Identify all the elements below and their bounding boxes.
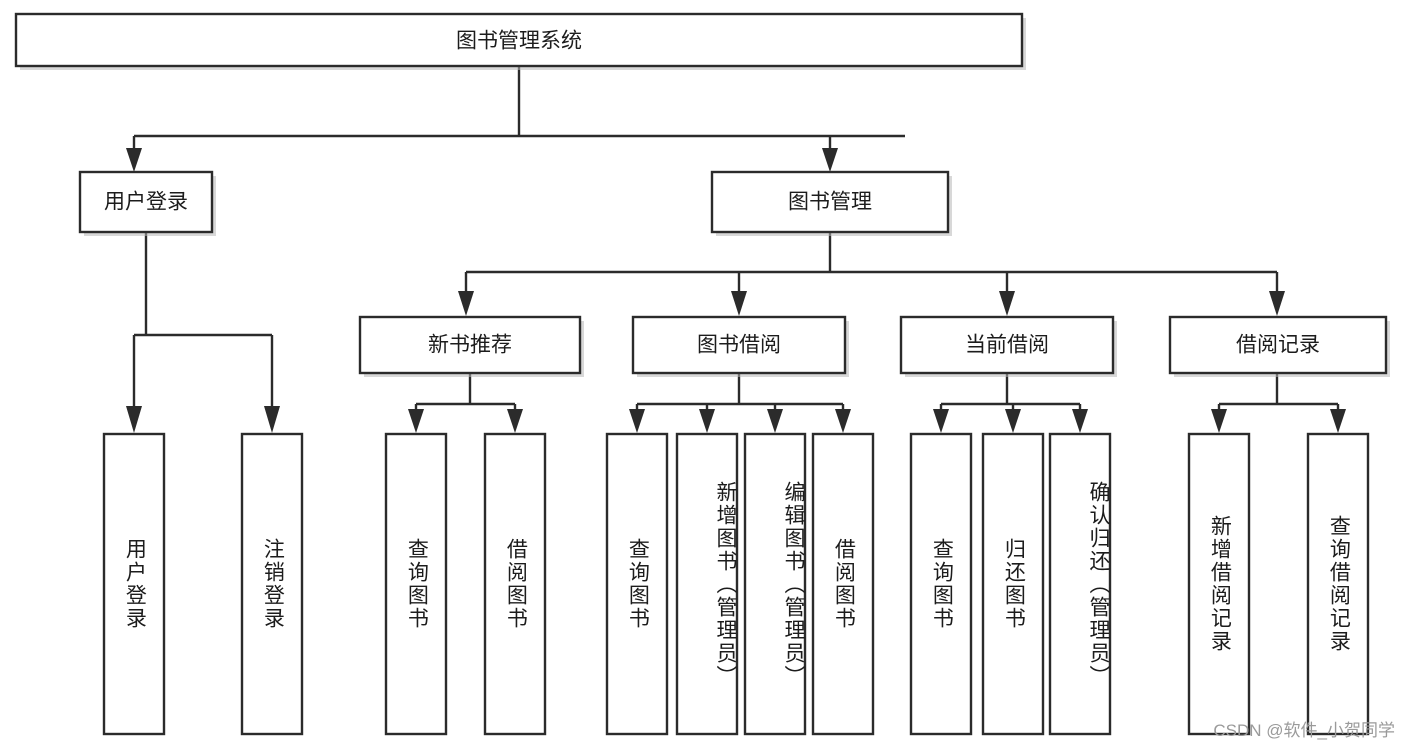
node-book-borrow[interactable]: 图书借阅 bbox=[631, 315, 849, 377]
leaf-borrow-book-rect[interactable] bbox=[811, 432, 875, 736]
node-borrow-record[interactable]: 借阅记录 bbox=[1168, 315, 1390, 377]
leaf-query-book-current-rect[interactable] bbox=[909, 432, 973, 736]
arrow-head-borrow-record bbox=[1269, 291, 1285, 316]
leaf-query-book-recommend-rect[interactable] bbox=[384, 432, 448, 736]
arrow-head-leaf-query-book-recommend bbox=[408, 409, 424, 433]
arrow-head-leaf-return-book bbox=[1005, 409, 1021, 433]
arrow-head-user-login bbox=[126, 148, 142, 172]
leaf-query-book-borrow-rect[interactable] bbox=[605, 432, 669, 736]
node-user-login[interactable]: 用户登录 bbox=[78, 170, 216, 236]
leaf-logout-rect[interactable] bbox=[240, 432, 304, 736]
connector-group-user-login bbox=[126, 232, 280, 433]
arrow-head-leaf-query-book-borrow bbox=[629, 409, 645, 433]
arrow-head-leaf-add-borrow-record bbox=[1211, 409, 1227, 433]
leaf-return-book-rect[interactable] bbox=[981, 432, 1045, 736]
node-user-login-rect[interactable] bbox=[78, 170, 214, 234]
arrow-head-leaf-borrow-book bbox=[835, 409, 851, 433]
connector-group-new-book-recommend bbox=[408, 373, 523, 433]
connector-group-book-borrow bbox=[629, 373, 851, 433]
leaf-borrow-book-recommend-rect[interactable] bbox=[483, 432, 547, 736]
connector-group-root bbox=[126, 66, 905, 172]
connector-group-current-borrow bbox=[933, 373, 1088, 433]
leaf-add-borrow-record-rect[interactable] bbox=[1187, 432, 1251, 736]
arrow-head-current-borrow bbox=[999, 291, 1015, 316]
connector-group-book-management bbox=[458, 232, 1285, 316]
node-root-label: 图书管理系统 bbox=[456, 30, 582, 53]
leaf-add-book-rect[interactable] bbox=[675, 432, 739, 736]
node-root[interactable]: 图书管理系统 bbox=[14, 12, 1026, 70]
leaf-edit-book-rect[interactable] bbox=[743, 432, 807, 736]
arrow-head-new-book-recommend bbox=[458, 291, 474, 316]
node-book-management-label: 图书管理 bbox=[788, 191, 872, 214]
arrow-head-book-management bbox=[822, 148, 838, 172]
node-new-book-recommend-label: 新书推荐 bbox=[428, 334, 512, 357]
node-book-borrow-rect[interactable] bbox=[631, 315, 847, 375]
node-book-management[interactable]: 图书管理 bbox=[710, 170, 952, 236]
node-borrow-record-rect[interactable] bbox=[1168, 315, 1388, 375]
node-book-management-rect[interactable] bbox=[710, 170, 950, 234]
arrow-head-leaf-query-borrow-record bbox=[1330, 409, 1346, 433]
leaf-query-borrow-record-rect[interactable] bbox=[1306, 432, 1370, 736]
arrow-head-book-borrow bbox=[731, 291, 747, 316]
arrow-head-leaf-user-login bbox=[126, 406, 142, 433]
connector-group-borrow-record bbox=[1211, 373, 1346, 433]
node-new-book-recommend[interactable]: 新书推荐 bbox=[358, 315, 584, 377]
leaf-confirm-return-rect[interactable] bbox=[1048, 432, 1112, 736]
arrow-head-leaf-add-book bbox=[699, 409, 715, 433]
node-borrow-record-label: 借阅记录 bbox=[1236, 334, 1320, 357]
node-current-borrow-label: 当前借阅 bbox=[965, 334, 1049, 357]
arrow-head-leaf-borrow-book-recommend bbox=[507, 409, 523, 433]
watermark-text: CSDN @软件_小贺同学 bbox=[1213, 721, 1395, 740]
node-user-login-label: 用户登录 bbox=[104, 191, 188, 214]
node-current-borrow-rect[interactable] bbox=[899, 315, 1115, 375]
arrow-head-leaf-confirm-return bbox=[1072, 409, 1088, 433]
arrow-head-leaf-logout bbox=[264, 406, 280, 433]
arrow-head-leaf-edit-book bbox=[767, 409, 783, 433]
leaf-user-login-rect[interactable] bbox=[102, 432, 166, 736]
leaf-boxes bbox=[102, 432, 1370, 736]
arrow-head-leaf-query-book-current bbox=[933, 409, 949, 433]
node-current-borrow[interactable]: 当前借阅 bbox=[899, 315, 1117, 377]
node-book-borrow-label: 图书借阅 bbox=[697, 334, 781, 357]
node-root-rect[interactable] bbox=[14, 12, 1024, 68]
node-new-book-recommend-rect[interactable] bbox=[358, 315, 582, 375]
